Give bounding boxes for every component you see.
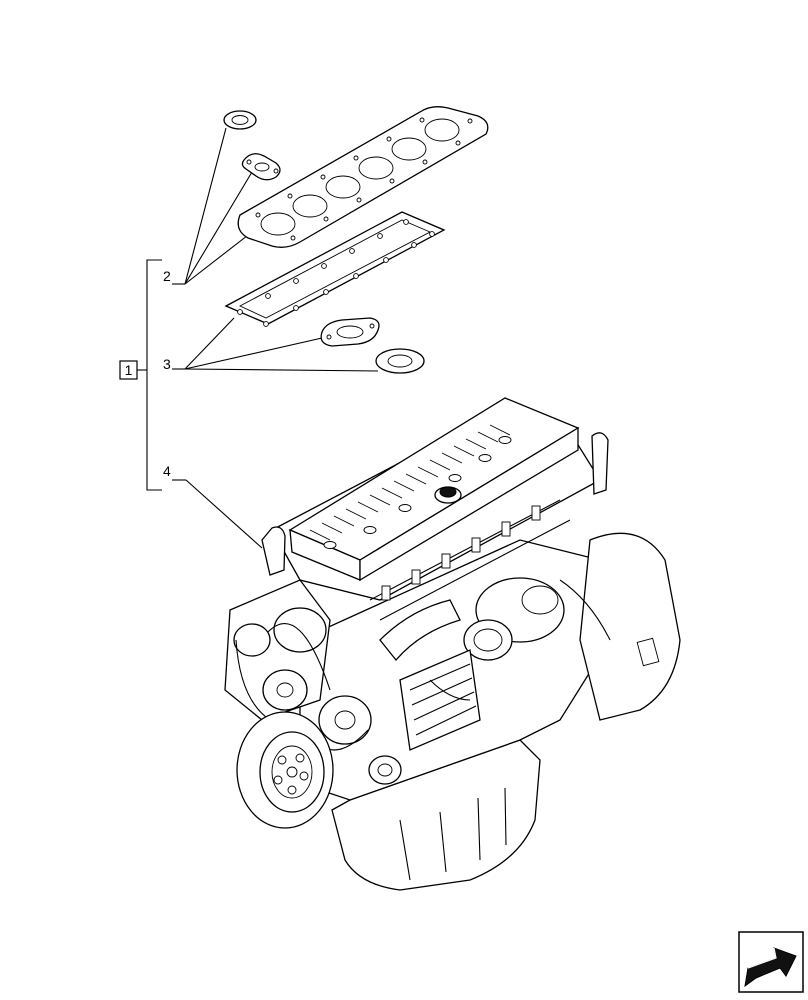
callout-2-leader-b bbox=[184, 171, 253, 285]
flange-gasket-bolt bbox=[273, 168, 279, 174]
injector-connectors bbox=[381, 505, 541, 601]
engine-hoses bbox=[429, 579, 611, 701]
head-gasket-bore bbox=[292, 194, 328, 218]
flange-gasket-bolt bbox=[246, 159, 252, 165]
round-washer-part bbox=[223, 110, 257, 130]
alternator bbox=[273, 607, 327, 653]
oil-cooler bbox=[399, 649, 481, 751]
oil-sump bbox=[331, 739, 541, 891]
head-gasket-part bbox=[237, 106, 489, 248]
engine-assembly bbox=[224, 397, 681, 891]
coolant-outlet-bore bbox=[377, 763, 393, 777]
front-lifting-eye bbox=[261, 526, 286, 576]
washer-hole bbox=[231, 115, 249, 125]
oil-filler-cap bbox=[434, 486, 462, 504]
rocker-gasket-bolt-holes bbox=[237, 219, 435, 327]
oil-cooler-fins bbox=[409, 663, 477, 736]
callout-3-label[interactable]: 3 bbox=[163, 356, 171, 372]
callout-3-group: 3 bbox=[163, 317, 379, 372]
valve-cover-bosses bbox=[323, 436, 512, 549]
rocker-cover-gasket-part bbox=[224, 211, 446, 327]
exhaust-gasket-bolt bbox=[369, 323, 375, 329]
head-gasket-bore bbox=[260, 212, 296, 236]
callout-2-label[interactable]: 2 bbox=[163, 268, 171, 284]
head-gasket-bore bbox=[391, 137, 427, 161]
arrow-highlight bbox=[747, 947, 777, 969]
crankshaft-damper bbox=[236, 711, 334, 829]
callout-1-label[interactable]: 1 bbox=[125, 362, 133, 378]
seal-ring-inner bbox=[387, 354, 413, 368]
head-gasket-bore bbox=[358, 156, 394, 180]
seal-ring-part bbox=[375, 348, 425, 374]
injector-harness bbox=[369, 499, 571, 621]
callout-2-group: 2 bbox=[163, 127, 253, 285]
exhaust-gasket-part bbox=[320, 317, 380, 347]
kit-bracket bbox=[146, 259, 162, 491]
exhaust-gasket-port bbox=[336, 325, 364, 339]
callout-3-leader-a bbox=[184, 317, 235, 370]
flywheel-housing bbox=[579, 532, 681, 721]
intake-pipe bbox=[379, 599, 461, 662]
rear-lifting-eye bbox=[591, 432, 609, 495]
flange-gasket-part bbox=[241, 153, 281, 181]
valve-cover-slots bbox=[309, 424, 511, 541]
callout-3-leader-b bbox=[184, 337, 323, 370]
valve-cover-front bbox=[359, 426, 579, 582]
exhaust-gasket-bolt bbox=[326, 334, 332, 340]
callout-3-leader-c bbox=[184, 368, 379, 372]
turbocharger bbox=[463, 577, 565, 661]
flange-gasket-port bbox=[254, 162, 270, 172]
water-pump-hub bbox=[334, 710, 356, 730]
callout-1-group: 1 bbox=[119, 259, 162, 491]
head-gasket-bore bbox=[325, 175, 361, 199]
callout-2-leader-a bbox=[184, 127, 227, 285]
callout-4-label[interactable]: 4 bbox=[163, 463, 171, 479]
callout-4-group: 4 bbox=[163, 463, 263, 549]
head-gasket-bolt-holes bbox=[255, 117, 473, 241]
oil-sump-ribs bbox=[399, 787, 507, 881]
callout-4-leader-a bbox=[185, 479, 263, 549]
idler-pulley-hub bbox=[276, 682, 294, 698]
head-gasket-bore bbox=[424, 118, 460, 142]
alternator-pulley bbox=[233, 623, 271, 657]
callout-2-leader-c bbox=[184, 231, 253, 285]
next-arrow-icon[interactable] bbox=[738, 931, 804, 993]
housing-bracket bbox=[636, 637, 660, 667]
